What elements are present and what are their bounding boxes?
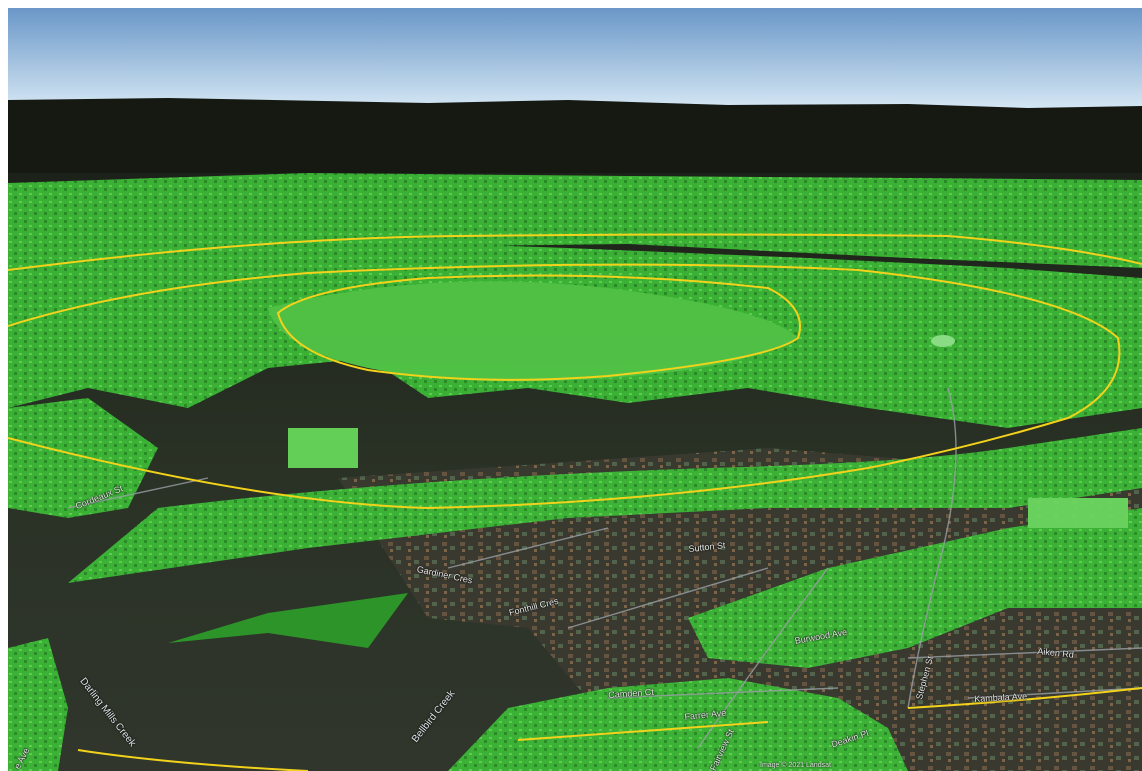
- imagery-copyright: Image © 2021 Landsat: [760, 762, 831, 769]
- boundary-lines: [8, 233, 1142, 771]
- sky: [8, 8, 1142, 108]
- roads: [67, 387, 1142, 749]
- map-viewport[interactable]: Cordeaux St Camden Ct Farrer Ave Kambala…: [8, 8, 1142, 771]
- terrain-scene[interactable]: [8, 8, 1142, 771]
- horizon-hills: [8, 98, 1142, 188]
